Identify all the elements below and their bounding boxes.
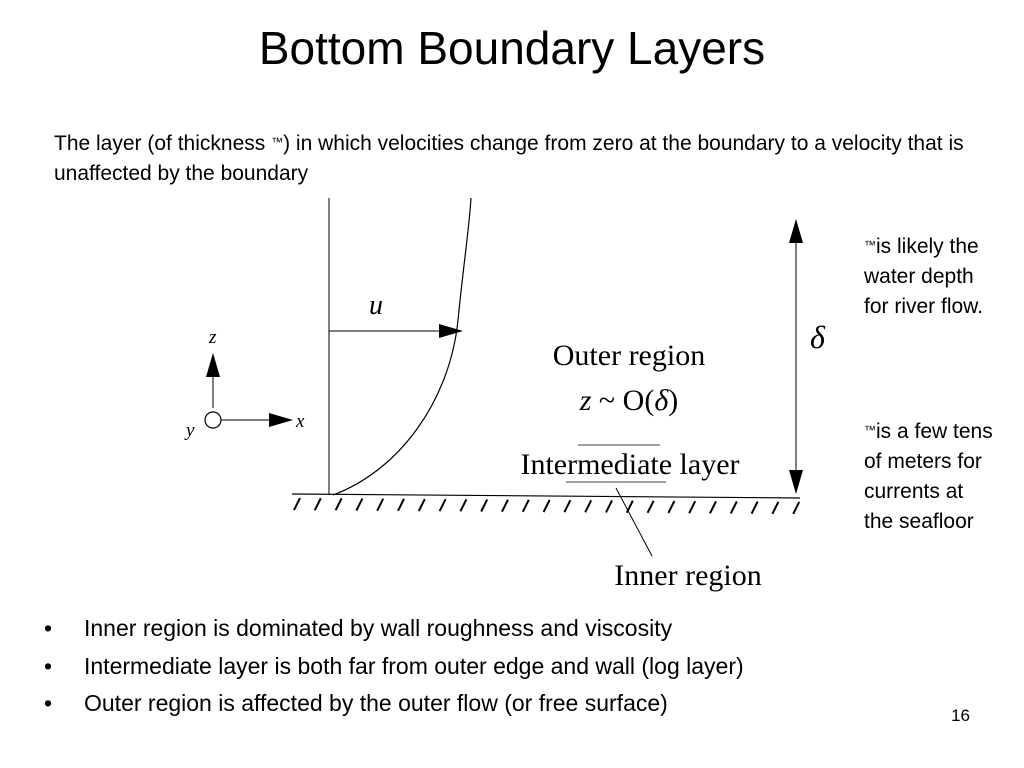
tm-symbol: ™	[271, 135, 284, 149]
tm-symbol-1: ™	[864, 238, 876, 252]
side-note-1: ™is likely the water depth for river flo…	[864, 230, 994, 322]
hatch-mark	[459, 498, 468, 512]
hatch-mark	[501, 499, 509, 513]
tm-symbol-2: ™	[864, 423, 876, 437]
z-axis-label: z	[208, 327, 217, 348]
hatch-mark	[313, 497, 322, 511]
hatch-mark	[688, 500, 697, 514]
intro-text-after: ) in which velocities change from zero a…	[54, 132, 964, 185]
side-note-2: ™is a few tens of meters for currents at…	[864, 415, 994, 537]
hatch-mark	[417, 498, 426, 512]
outer-region-z: z	[579, 384, 592, 417]
hatch-mark	[605, 500, 613, 513]
hatch-mark	[771, 501, 780, 515]
outer-region-delta: δ	[654, 384, 669, 417]
hatch-mark	[397, 498, 405, 512]
seafloor-hatching	[293, 497, 801, 515]
hatch-mark	[334, 497, 343, 511]
bullet-text: Outer region is affected by the outer fl…	[84, 690, 668, 716]
page-number: 16	[951, 706, 970, 725]
intro-text-before: The layer (of thickness	[54, 132, 272, 155]
hatch-mark	[584, 499, 593, 513]
velocity-label: u	[369, 290, 383, 321]
bullet-dot: •	[44, 652, 53, 679]
velocity-profile-curve	[332, 197, 472, 496]
outer-region-order-text: ~ O(	[591, 384, 654, 417]
hatch-mark	[750, 501, 759, 515]
hatch-mark	[563, 499, 572, 513]
hatch-mark	[293, 497, 301, 511]
hatch-mark	[729, 501, 738, 514]
intermediate-layer-label: Intermediate layer	[520, 448, 739, 481]
y-axis-circle	[204, 411, 222, 429]
side-note-1-text: is likely the water depth for river flow…	[864, 235, 984, 318]
hatch-mark	[709, 500, 717, 514]
slide-title: Bottom Boundary Layers	[258, 22, 766, 74]
bullet-text: Inner region is dominated by wall roughn…	[84, 615, 673, 641]
hatch-mark	[667, 500, 676, 514]
delta-label: δ	[810, 319, 826, 355]
bullet-dot: •	[44, 615, 53, 641]
outer-region-label: Outer region	[553, 339, 705, 372]
bullet-item: • Intermediate layer is both far from out…	[44, 648, 944, 686]
hatch-mark	[646, 500, 655, 514]
hatch-mark	[355, 498, 364, 511]
hatch-mark	[480, 499, 489, 512]
bullet-item: • Inner region is dominated by wall rough…	[44, 610, 944, 648]
inner-region-leader	[615, 487, 653, 557]
bullet-dot: •	[44, 690, 53, 716]
intro-text: The layer (of thickness ™) in which velo…	[54, 127, 984, 189]
outer-region-order: z ~ O(δ)	[579, 384, 679, 417]
bullet-list: • Inner region is dominated by wall rough…	[44, 610, 944, 723]
y-axis-label: y	[184, 420, 195, 441]
hatch-mark	[521, 499, 530, 513]
hatch-mark	[376, 498, 385, 512]
bullet-item: • Outer region is affected by the outer f…	[44, 685, 944, 723]
bullet-text: Intermediate layer is both far from oute…	[84, 652, 744, 679]
side-note-2-text: is a few tens of meters for currents at …	[864, 420, 993, 533]
hatch-mark	[438, 498, 447, 512]
hatch-mark	[542, 499, 551, 513]
x-axis-label: x	[295, 411, 305, 432]
seafloor-line	[291, 493, 801, 499]
hatch-mark	[792, 501, 801, 515]
inner-region-label: Inner region	[614, 559, 761, 592]
outer-region-close: )	[668, 384, 678, 417]
